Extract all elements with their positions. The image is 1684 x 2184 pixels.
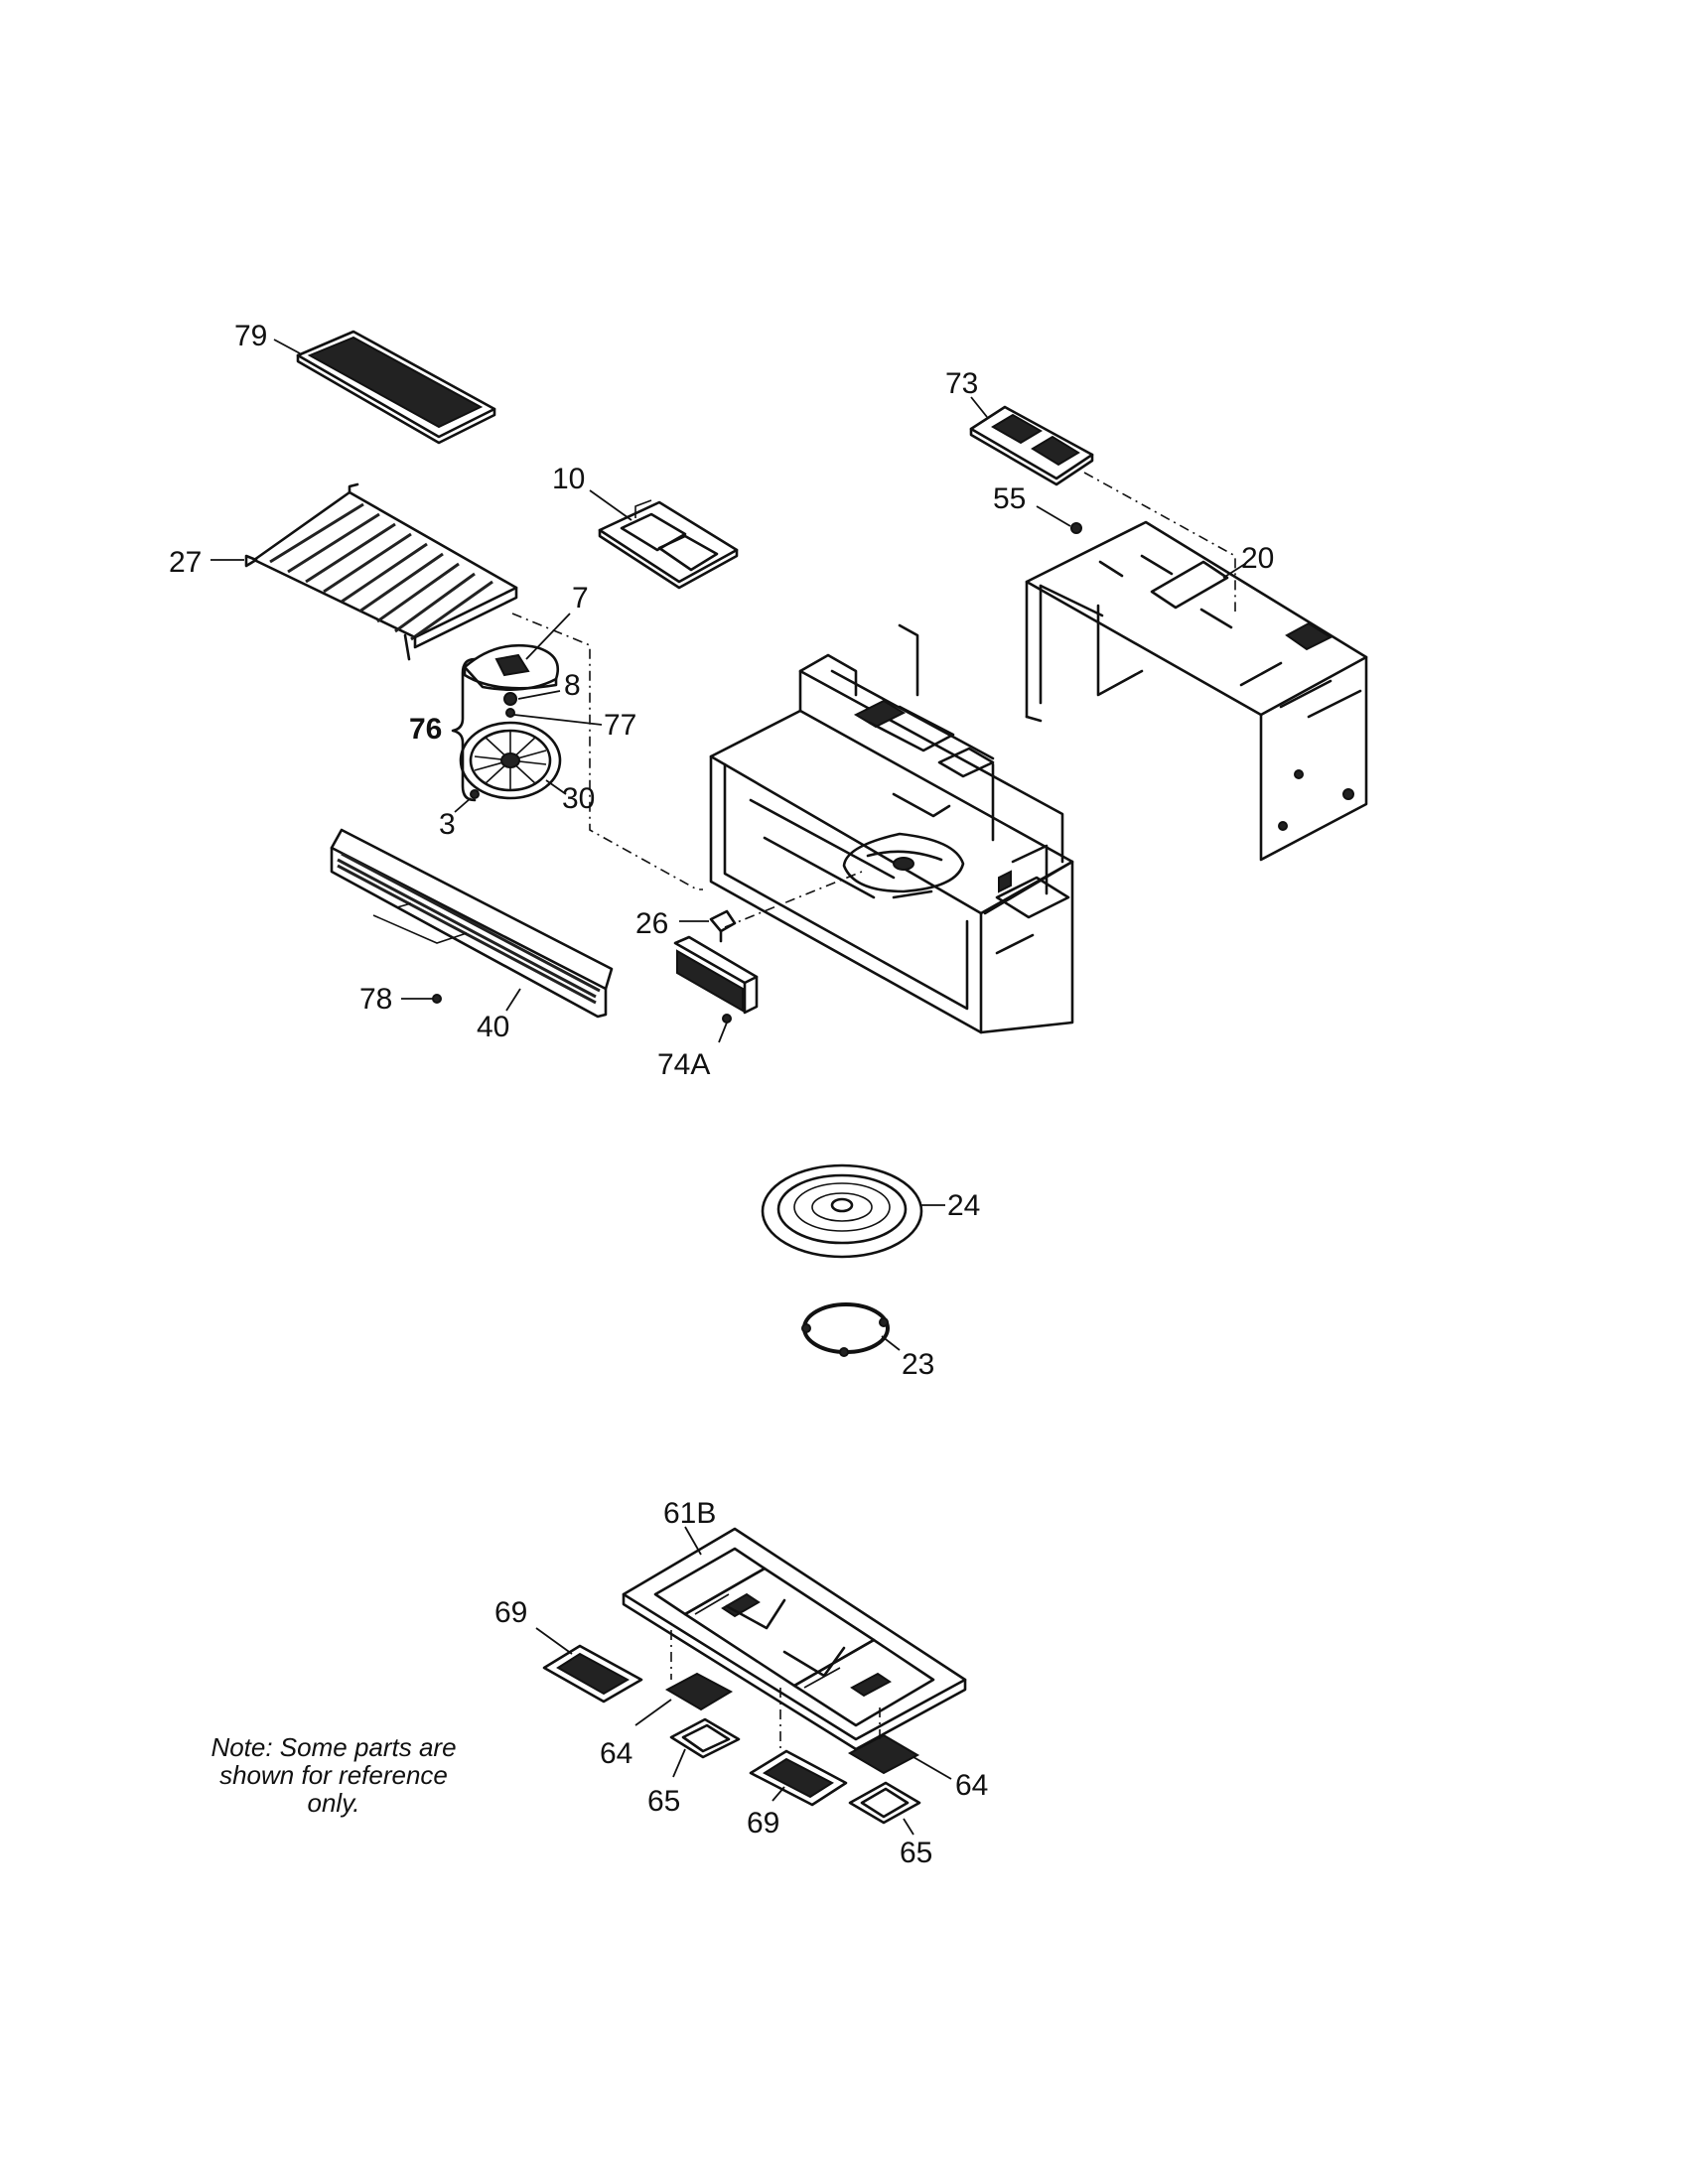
leader-8 — [517, 690, 561, 700]
callout-3: 3 — [439, 808, 456, 841]
line-fan-assembly — [511, 613, 703, 890]
leader-40 — [505, 988, 521, 1012]
part-30-fan-blade — [459, 721, 562, 800]
leader-77 — [513, 714, 603, 726]
note-line-1: Note: Some parts are — [210, 1732, 457, 1762]
part-7-fan-cover — [463, 643, 560, 691]
callout-78: 78 — [359, 983, 392, 1016]
leader-64b — [912, 1756, 952, 1780]
part-78-screw — [432, 994, 442, 1004]
leader-20 — [1222, 563, 1246, 579]
part-73-exhaust-adapter — [969, 405, 1094, 486]
note-line-3: only. — [307, 1788, 360, 1818]
callout-64a: 64 — [600, 1737, 632, 1770]
leader-55 — [1036, 505, 1071, 527]
part-26-coupler — [709, 909, 737, 943]
part-64-right-filter — [847, 1733, 920, 1775]
part-65-left-frame — [669, 1717, 741, 1759]
callout-20: 20 — [1241, 542, 1274, 575]
part-55-screw — [1070, 522, 1082, 534]
line-26-to-cavity — [724, 871, 863, 928]
leader-74a — [718, 1022, 728, 1043]
callout-7: 7 — [572, 582, 589, 614]
part-27-grease-filter — [244, 482, 518, 661]
callout-40: 40 — [477, 1011, 509, 1043]
leader-23 — [881, 1335, 901, 1351]
callout-27: 27 — [169, 546, 202, 579]
part-3-fan-motor-screw — [470, 789, 480, 799]
leader-69b — [772, 1786, 785, 1802]
callout-23: 23 — [902, 1348, 934, 1381]
part-65-right-frame — [848, 1781, 921, 1825]
callout-65a: 65 — [647, 1785, 680, 1818]
leader-7 — [525, 613, 571, 660]
callout-24: 24 — [947, 1189, 980, 1222]
callout-10: 10 — [552, 463, 585, 495]
leader-3 — [454, 797, 472, 813]
part-69-left-light-cover — [542, 1644, 643, 1704]
part-64-left-filter — [664, 1672, 734, 1711]
leader-65b — [903, 1818, 914, 1836]
leader-61b — [684, 1526, 702, 1556]
leader-10 — [589, 489, 632, 521]
leader-73 — [970, 396, 988, 418]
part-40-vent-grille — [330, 828, 614, 1019]
callout-74a: 74A — [657, 1048, 710, 1081]
part-77-washer — [505, 708, 515, 718]
callout-79: 79 — [234, 320, 267, 352]
callout-64b: 64 — [955, 1769, 988, 1802]
callout-76: 76 — [409, 713, 442, 746]
bracket-76 — [451, 657, 477, 802]
callout-69b: 69 — [747, 1807, 779, 1840]
leader-64a — [634, 1699, 672, 1726]
part-8-nut — [503, 692, 517, 706]
callout-8: 8 — [564, 669, 581, 702]
part-74a-control-panel — [673, 935, 759, 1024]
part-oven-cavity — [709, 623, 1074, 1034]
leader-69a — [535, 1627, 573, 1655]
note-line-2: shown for reference — [219, 1760, 448, 1790]
part-69-right-light-cover — [749, 1749, 848, 1807]
leader-65a — [672, 1748, 686, 1778]
leader-30 — [545, 779, 567, 795]
callout-69a: 69 — [494, 1596, 527, 1629]
callout-73: 73 — [945, 367, 978, 400]
reference-note: Note: Some parts are shown for reference… — [195, 1733, 473, 1817]
callout-26: 26 — [635, 907, 668, 940]
callout-55: 55 — [993, 482, 1026, 515]
part-24-turntable — [761, 1163, 923, 1259]
part-79-charcoal-filter — [296, 330, 496, 445]
part-20-outer-case — [1025, 520, 1368, 862]
part-10-damper — [598, 499, 739, 590]
callout-61b: 61B — [663, 1497, 716, 1530]
callout-65b: 65 — [900, 1837, 932, 1869]
part-23-roller-ring — [801, 1302, 890, 1357]
callout-77: 77 — [604, 709, 636, 742]
part-61b-base-plate — [622, 1527, 967, 1751]
leader-79 — [273, 339, 301, 354]
